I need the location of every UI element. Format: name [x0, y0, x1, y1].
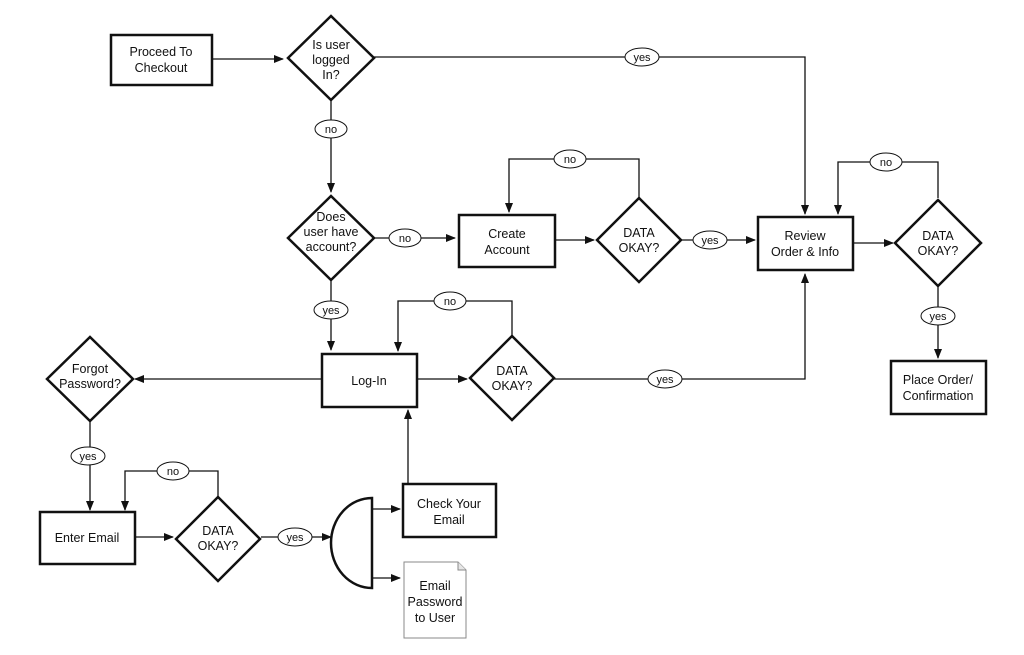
edge-label-loggedin-yes: yes	[624, 47, 660, 67]
svg-text:no: no	[399, 233, 411, 245]
edge-label-review-yes: yes	[920, 306, 956, 326]
svg-text:no: no	[564, 154, 576, 166]
svg-text:yes: yes	[79, 451, 97, 463]
nodes: Proceed To Checkout Is user logged In? D…	[38, 14, 988, 639]
edge-label-review-loop-no: no	[869, 152, 903, 172]
svg-text:DATA: DATA	[202, 524, 234, 538]
svg-text:Email: Email	[433, 513, 464, 527]
node-place-order: Place Order/ Confirmation	[889, 359, 988, 416]
svg-text:no: no	[880, 157, 892, 169]
svg-text:yes: yes	[929, 311, 947, 323]
svg-text:Check Your: Check Your	[417, 497, 481, 511]
edge-labels: yes no no yes no yes no yes	[70, 47, 956, 547]
node-email-password-document: Email Password to User	[403, 561, 467, 639]
edge-login-yes-to-review	[554, 273, 809, 380]
svg-text:Confirmation: Confirmation	[903, 389, 974, 403]
node-merge-delay-shape	[329, 496, 374, 590]
edge-label-create-yes: yes	[692, 230, 728, 250]
node-data-ok-create: DATA OKAY?	[595, 196, 683, 284]
svg-text:OKAY?: OKAY?	[918, 244, 959, 258]
edge-label-account-no: no	[388, 228, 422, 248]
svg-text:Enter Email: Enter Email	[55, 531, 120, 545]
node-enter-email: Enter Email	[38, 510, 137, 566]
svg-text:Checkout: Checkout	[135, 61, 188, 75]
node-forgot-password: Forgot Password?	[45, 335, 135, 423]
svg-text:yes: yes	[322, 305, 340, 317]
edge-label-account-yes: yes	[313, 300, 349, 320]
svg-text:OKAY?: OKAY?	[492, 379, 533, 393]
svg-text:Password: Password	[408, 595, 463, 609]
edge-loggedin-yes-to-review	[374, 56, 809, 215]
svg-text:OKAY?: OKAY?	[198, 539, 239, 553]
svg-text:yes: yes	[656, 374, 674, 386]
svg-text:yes: yes	[701, 235, 719, 247]
svg-text:DATA: DATA	[496, 364, 528, 378]
svg-text:to User: to User	[415, 611, 455, 625]
edge-label-login-yes: yes	[647, 369, 683, 389]
svg-text:Is user: Is user	[312, 38, 350, 52]
edge-label-email-loop-no: no	[156, 461, 190, 481]
svg-text:DATA: DATA	[922, 229, 954, 243]
node-check-email: Check Your Email	[401, 482, 498, 539]
svg-text:OKAY?: OKAY?	[619, 241, 660, 255]
svg-text:Place Order/: Place Order/	[903, 373, 974, 387]
svg-text:Create: Create	[488, 227, 526, 241]
svg-text:Password?: Password?	[59, 377, 121, 391]
svg-text:yes: yes	[633, 52, 651, 64]
node-is-logged-in: Is user logged In?	[286, 14, 376, 102]
node-proceed-checkout: Proceed To Checkout	[109, 33, 214, 87]
svg-text:Account: Account	[484, 243, 530, 257]
svg-text:Review: Review	[785, 229, 827, 243]
svg-text:Forgot: Forgot	[72, 362, 109, 376]
svg-text:Log-In: Log-In	[351, 374, 386, 388]
svg-text:yes: yes	[286, 532, 304, 544]
svg-text:Email: Email	[419, 579, 450, 593]
svg-text:Does: Does	[316, 210, 345, 224]
edge-label-forgot-yes: yes	[70, 446, 106, 466]
edge-label-loggedin-no: no	[314, 119, 348, 139]
svg-text:In?: In?	[322, 68, 339, 82]
node-data-ok-login: DATA OKAY?	[468, 334, 556, 422]
node-create-account: Create Account	[457, 213, 557, 269]
svg-text:Proceed To: Proceed To	[129, 45, 192, 59]
node-has-account: Does user have account?	[286, 194, 376, 282]
svg-text:Order & Info: Order & Info	[771, 245, 839, 259]
svg-text:no: no	[444, 296, 456, 308]
svg-text:user have: user have	[304, 225, 359, 239]
edge-label-create-loop-no: no	[553, 149, 587, 169]
svg-text:no: no	[325, 124, 337, 136]
edge-label-login-loop-no: no	[433, 291, 467, 311]
node-data-ok-email: DATA OKAY?	[174, 495, 262, 583]
node-review-order: Review Order & Info	[756, 215, 855, 272]
svg-text:DATA: DATA	[623, 226, 655, 240]
node-data-ok-review: DATA OKAY?	[893, 198, 983, 288]
node-login: Log-In	[320, 352, 419, 409]
svg-text:logged: logged	[312, 53, 350, 67]
svg-text:no: no	[167, 466, 179, 478]
edge-label-email-yes: yes	[277, 527, 313, 547]
svg-text:account?: account?	[306, 240, 357, 254]
